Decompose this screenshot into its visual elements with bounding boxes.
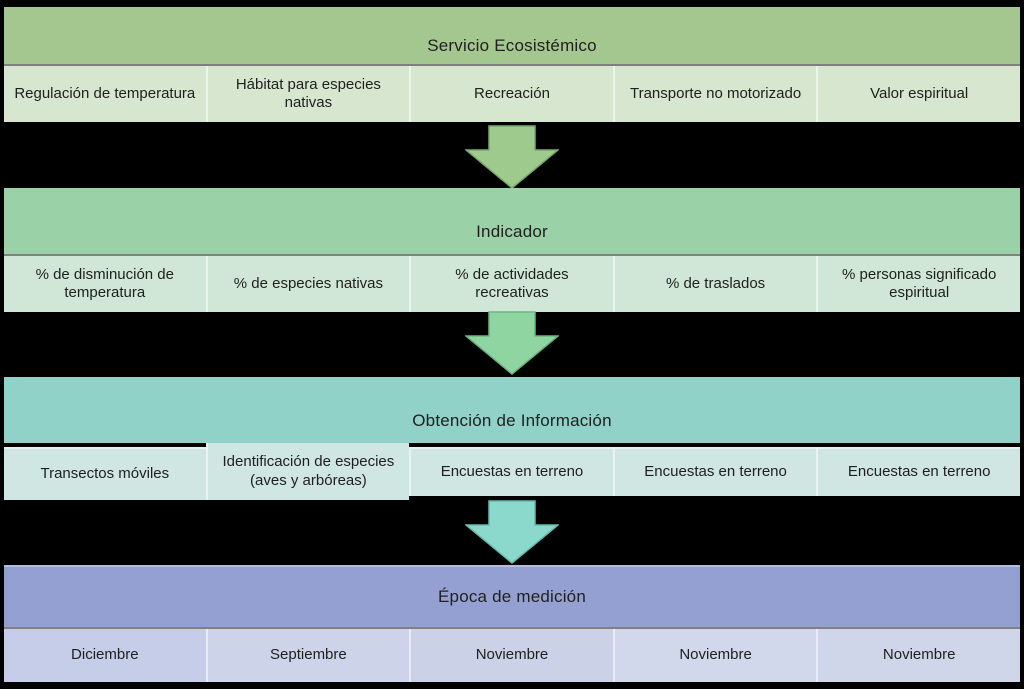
- cell-pct-disminucion-temperatura: % de disminución de temperatura: [4, 256, 206, 312]
- band-indicador: Indicador % de disminución de temperatur…: [4, 188, 1020, 312]
- cell-noviembre-3: Noviembre: [816, 629, 1020, 682]
- band-title-indicador: Indicador: [4, 188, 1020, 254]
- cell-transectos-moviles: Transectos móviles: [4, 447, 206, 500]
- cell-identificacion-especies: Identificación de especies (aves y arbór…: [205, 443, 410, 500]
- band-title-epoca-medicion: Época de medición: [4, 565, 1020, 627]
- cell-pct-actividades-recreativas: % de actividades recreativas: [409, 256, 613, 312]
- cell-septiembre: Septiembre: [205, 629, 410, 682]
- down-arrow-icon: [465, 125, 559, 189]
- cell-encuestas-terreno-1: Encuestas en terreno: [409, 447, 613, 496]
- band-title-servicio-ecosistemico: Servicio Ecosistémico: [4, 7, 1020, 64]
- cell-habitat-especies-nativas: Hábitat para especies nativas: [205, 66, 410, 122]
- cell-transporte-no-motorizado: Transporte no motorizado: [612, 66, 817, 122]
- cell-valor-espiritual: Valor espiritual: [816, 66, 1020, 122]
- cell-pct-especies-nativas: % de especies nativas: [205, 256, 410, 312]
- cell-noviembre-2: Noviembre: [612, 629, 817, 682]
- down-arrow-icon: [465, 311, 559, 375]
- band-row-epoca-medicion: Diciembre Septiembre Noviembre Noviembre…: [4, 627, 1020, 682]
- band-row-indicador: % de disminución de temperatura % de esp…: [4, 254, 1020, 312]
- cell-noviembre-1: Noviembre: [409, 629, 613, 682]
- band-obtencion-informacion: Obtención de Información Transectos móvi…: [4, 377, 1020, 500]
- down-arrow-icon: [465, 500, 559, 564]
- band-row-servicio-ecosistemico: Regulación de temperatura Hábitat para e…: [4, 64, 1020, 122]
- cell-pct-personas-significado-espiritual: % personas significado espiritual: [816, 256, 1020, 312]
- cell-encuestas-terreno-3: Encuestas en terreno: [816, 447, 1020, 496]
- cell-encuestas-terreno-2: Encuestas en terreno: [612, 447, 817, 496]
- band-epoca-medicion: Época de medición Diciembre Septiembre N…: [4, 565, 1020, 682]
- cell-regulacion-temperatura: Regulación de temperatura: [4, 66, 206, 122]
- cell-pct-traslados: % de traslados: [612, 256, 817, 312]
- cell-diciembre: Diciembre: [4, 629, 206, 682]
- band-servicio-ecosistemico: Servicio Ecosistémico Regulación de temp…: [4, 7, 1020, 122]
- cell-recreacion: Recreación: [409, 66, 613, 122]
- band-row-obtencion-informacion: Transectos móviles Identificación de esp…: [4, 443, 1020, 500]
- band-title-obtencion-informacion: Obtención de Información: [4, 377, 1020, 443]
